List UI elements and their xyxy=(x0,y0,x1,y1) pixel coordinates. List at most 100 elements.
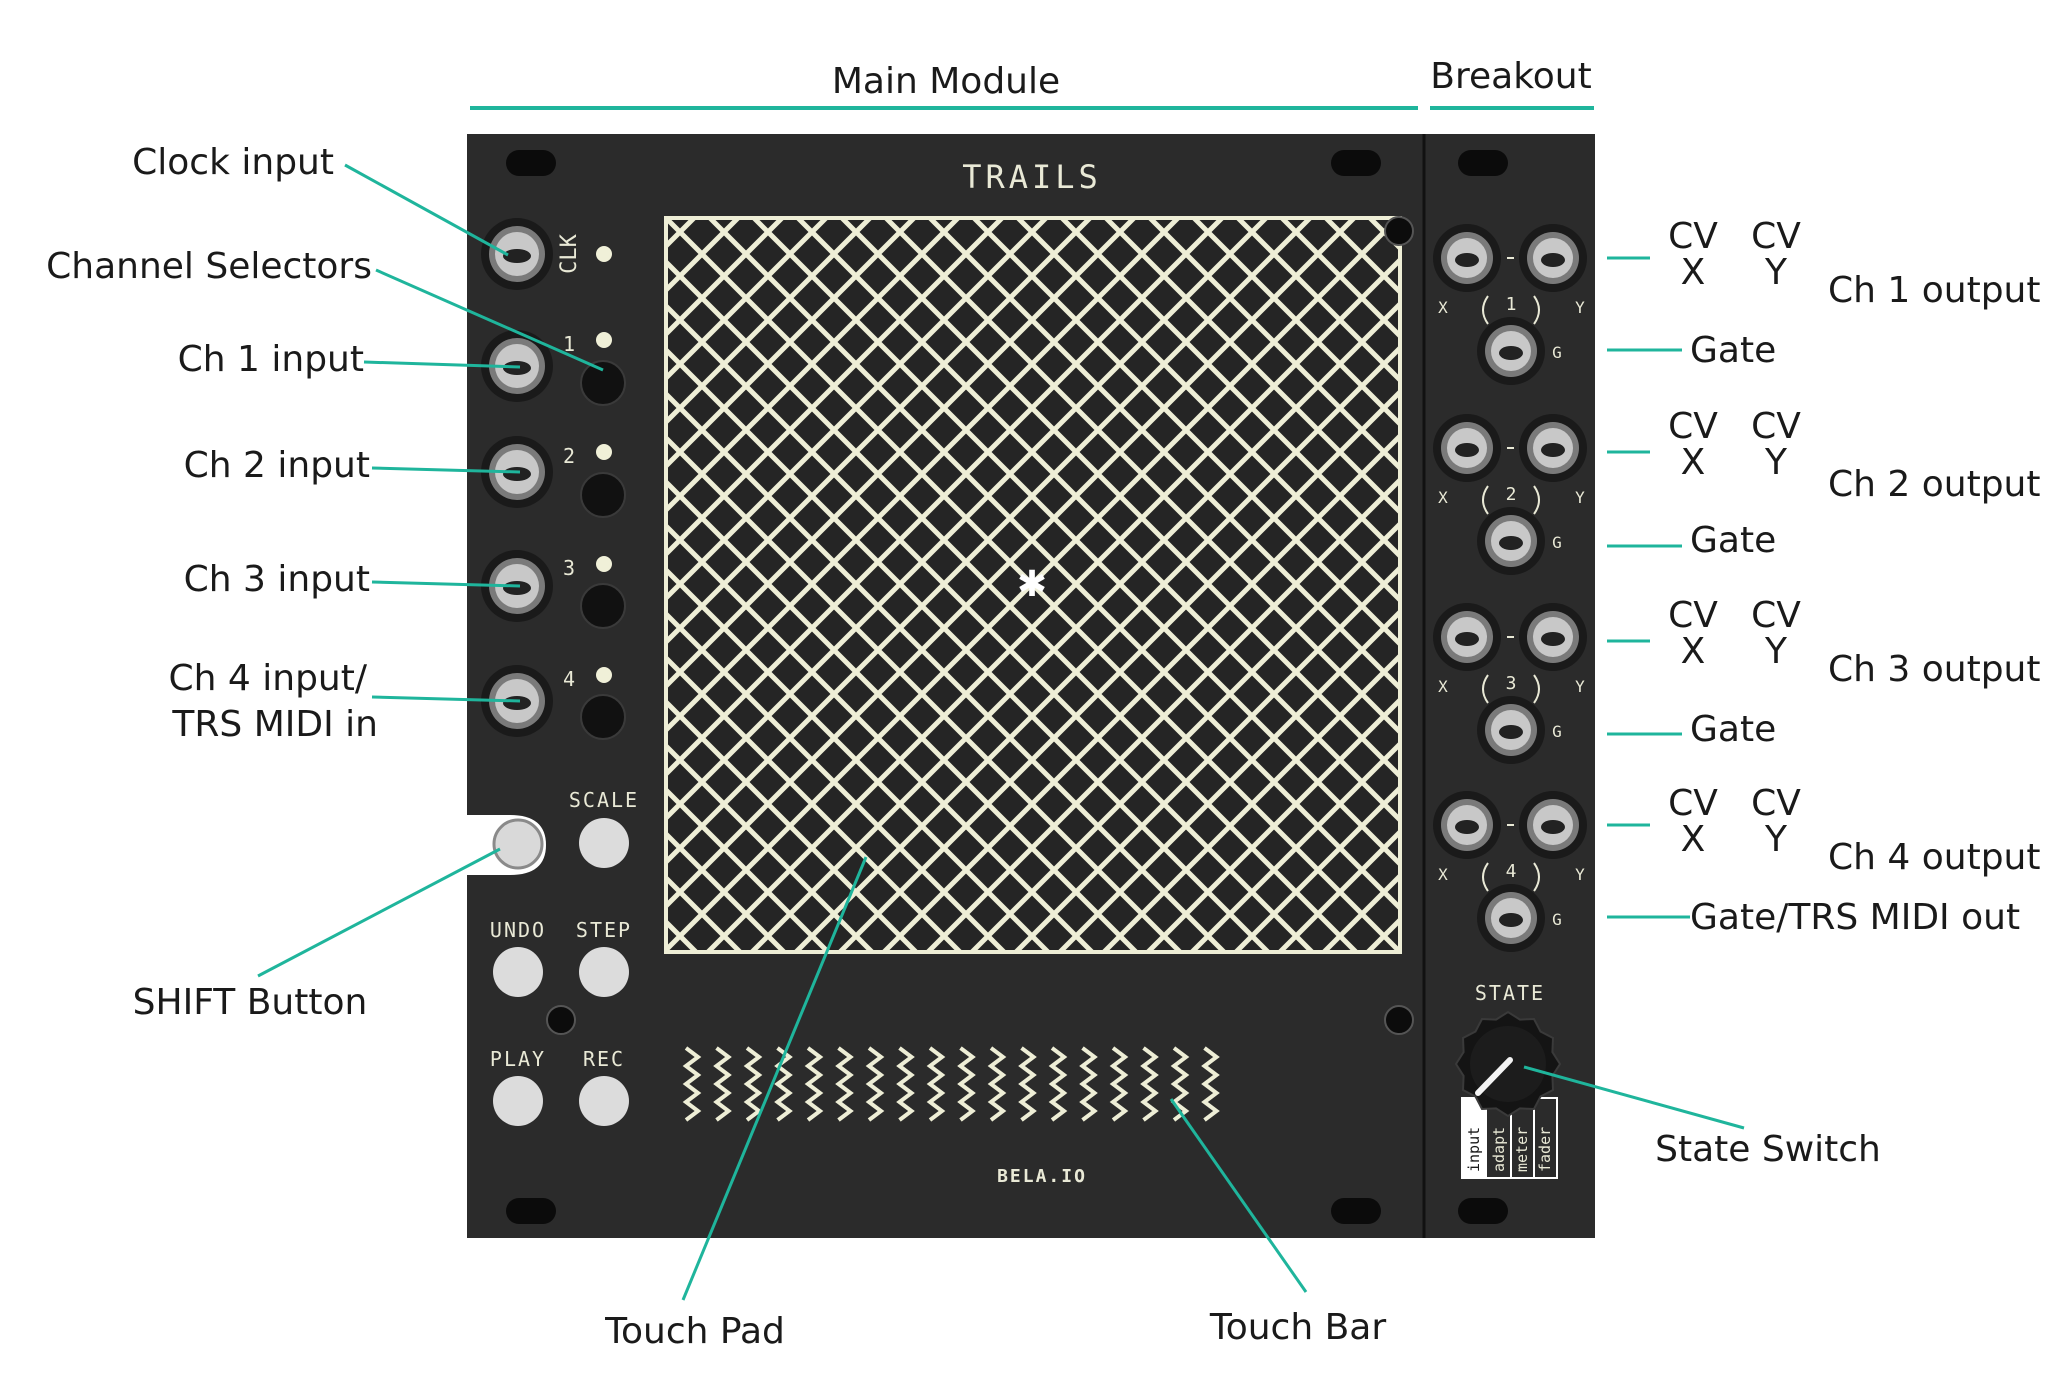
ch2-input-label: Ch 2 input xyxy=(184,445,370,486)
trs-midi-in-label: TRS MIDI in xyxy=(171,704,378,745)
state-option-meter: meter xyxy=(1513,1127,1531,1172)
gate-label: Gate xyxy=(1690,330,1776,371)
state-switch-label: State Switch xyxy=(1655,1129,1881,1170)
ch3-output-label: Ch 3 output xyxy=(1828,649,2040,690)
pad-screw-top xyxy=(1384,216,1414,246)
ch1-cv-x-jack[interactable] xyxy=(1433,224,1501,292)
led-4 xyxy=(596,667,612,683)
x-label: X xyxy=(1681,631,1706,672)
breakout-channel-number: 1 xyxy=(1506,294,1517,315)
cv-label: CV xyxy=(1751,216,1801,257)
cv-label: CV xyxy=(1668,406,1718,447)
undo-button[interactable] xyxy=(493,947,543,997)
led-0 xyxy=(596,246,612,262)
breakout-channel-number: 4 xyxy=(1506,861,1517,882)
channel-number-2: 2 xyxy=(563,444,575,468)
scale-label: SCALE xyxy=(569,788,639,812)
y-label: Y xyxy=(1764,252,1788,293)
cv-label: CV xyxy=(1751,406,1801,447)
led-2 xyxy=(596,444,612,460)
play-label: PLAY xyxy=(490,1047,546,1071)
x-label: X xyxy=(1681,442,1706,483)
ch4-cv-y-jack[interactable] xyxy=(1519,791,1587,859)
gate-trs-midi-out-label: Gate/TRS MIDI out xyxy=(1690,897,2020,938)
ch2-gate-jack[interactable] xyxy=(1477,507,1545,575)
touch-bar[interactable] xyxy=(682,1046,1220,1122)
brand-label: BELA.IO xyxy=(997,1166,1087,1187)
main-module-title: Main Module xyxy=(832,61,1060,102)
channel-selector-buttons xyxy=(580,360,626,740)
breakout-channel-number: 2 xyxy=(1506,484,1517,505)
shift-button-label: SHIFT Button xyxy=(133,982,368,1023)
led-1 xyxy=(596,332,612,348)
ch4-cv-x-jack[interactable] xyxy=(1433,791,1501,859)
ch1-cv-y-jack[interactable] xyxy=(1519,224,1587,292)
step-button[interactable] xyxy=(579,947,629,997)
state-switch-knob[interactable] xyxy=(1454,1010,1562,1118)
channel-selector-button-3[interactable] xyxy=(580,583,626,629)
ch3-cv-y-jack[interactable] xyxy=(1519,603,1587,671)
undo-label: UNDO xyxy=(490,918,546,942)
step-label: STEP xyxy=(576,918,632,942)
channel-selectors-label: Channel Selectors xyxy=(46,246,372,287)
pad-center-marker: ✱ xyxy=(1017,564,1047,605)
ch3-gate-jack[interactable] xyxy=(1477,696,1545,764)
breakout-title: Breakout xyxy=(1430,56,1591,97)
channel-number-1: 1 xyxy=(563,332,575,356)
ch2-cv-y-jack[interactable] xyxy=(1519,414,1587,482)
rec-button[interactable] xyxy=(579,1076,629,1126)
y-label: Y xyxy=(1764,819,1788,860)
y-label: Y xyxy=(1764,442,1788,483)
scale-button[interactable] xyxy=(579,818,629,868)
x-label: X xyxy=(1681,819,1706,860)
ch4-gate-jack[interactable] xyxy=(1477,884,1545,952)
shift-button[interactable] xyxy=(492,818,544,870)
breakout-x-label: X xyxy=(1438,298,1448,317)
breakout-g-label: G xyxy=(1552,910,1562,929)
breakout-g-label: G xyxy=(1552,533,1562,552)
touch-pad[interactable] xyxy=(664,216,1402,954)
y-label: Y xyxy=(1764,631,1788,672)
channel-selector-button-1[interactable] xyxy=(580,360,626,406)
ch1-output-label: Ch 1 output xyxy=(1828,270,2040,311)
cv-label: CV xyxy=(1668,783,1718,824)
ch4-input-label: Ch 4 input/ xyxy=(169,658,368,699)
clock-input-jack[interactable] xyxy=(481,218,553,290)
ch2-cv-x-jack[interactable] xyxy=(1433,414,1501,482)
touch-pad-label: Touch Pad xyxy=(604,1311,785,1352)
state-option-fader: fader xyxy=(1536,1127,1554,1172)
channel-selector-button-2[interactable] xyxy=(580,472,626,518)
gate-label: Gate xyxy=(1690,520,1776,561)
breakout-g-label: G xyxy=(1552,722,1562,741)
play-button[interactable] xyxy=(493,1076,543,1126)
channel-number-3: 3 xyxy=(563,556,575,580)
rec-label: REC xyxy=(583,1047,625,1071)
x-label: X xyxy=(1681,252,1706,293)
ch1-gate-jack[interactable] xyxy=(1477,317,1545,385)
channel-leds xyxy=(596,246,612,683)
breakout-x-label: X xyxy=(1438,677,1448,696)
cv-label: CV xyxy=(1668,595,1718,636)
channel-selector-button-4[interactable] xyxy=(580,694,626,740)
state-switch-legend: input adapt meter fader xyxy=(1461,1097,1558,1179)
ch3-cv-x-jack[interactable] xyxy=(1433,603,1501,671)
leader-lines xyxy=(257,163,1745,1301)
ch1-input-label: Ch 1 input xyxy=(178,339,364,380)
led-3 xyxy=(596,556,612,572)
state-option-adapt: adapt xyxy=(1490,1127,1508,1172)
clock-input-label: Clock input xyxy=(132,142,334,183)
ch3-input-label: Ch 3 input xyxy=(184,559,370,600)
mounting-slots xyxy=(506,150,1508,1224)
breakout-x-label: X xyxy=(1438,488,1448,507)
breakout-y-label: Y xyxy=(1575,865,1585,884)
ch4-output-label: Ch 4 output xyxy=(1828,837,2040,878)
ch2-output-label: Ch 2 output xyxy=(1828,464,2040,505)
module-name: TRAILS xyxy=(962,158,1102,196)
state-option-input: input xyxy=(1465,1127,1483,1172)
cv-label: CV xyxy=(1751,783,1801,824)
state-label: STATE xyxy=(1475,981,1545,1005)
gate-label: Gate xyxy=(1690,709,1776,750)
breakout-y-label: Y xyxy=(1575,298,1585,317)
